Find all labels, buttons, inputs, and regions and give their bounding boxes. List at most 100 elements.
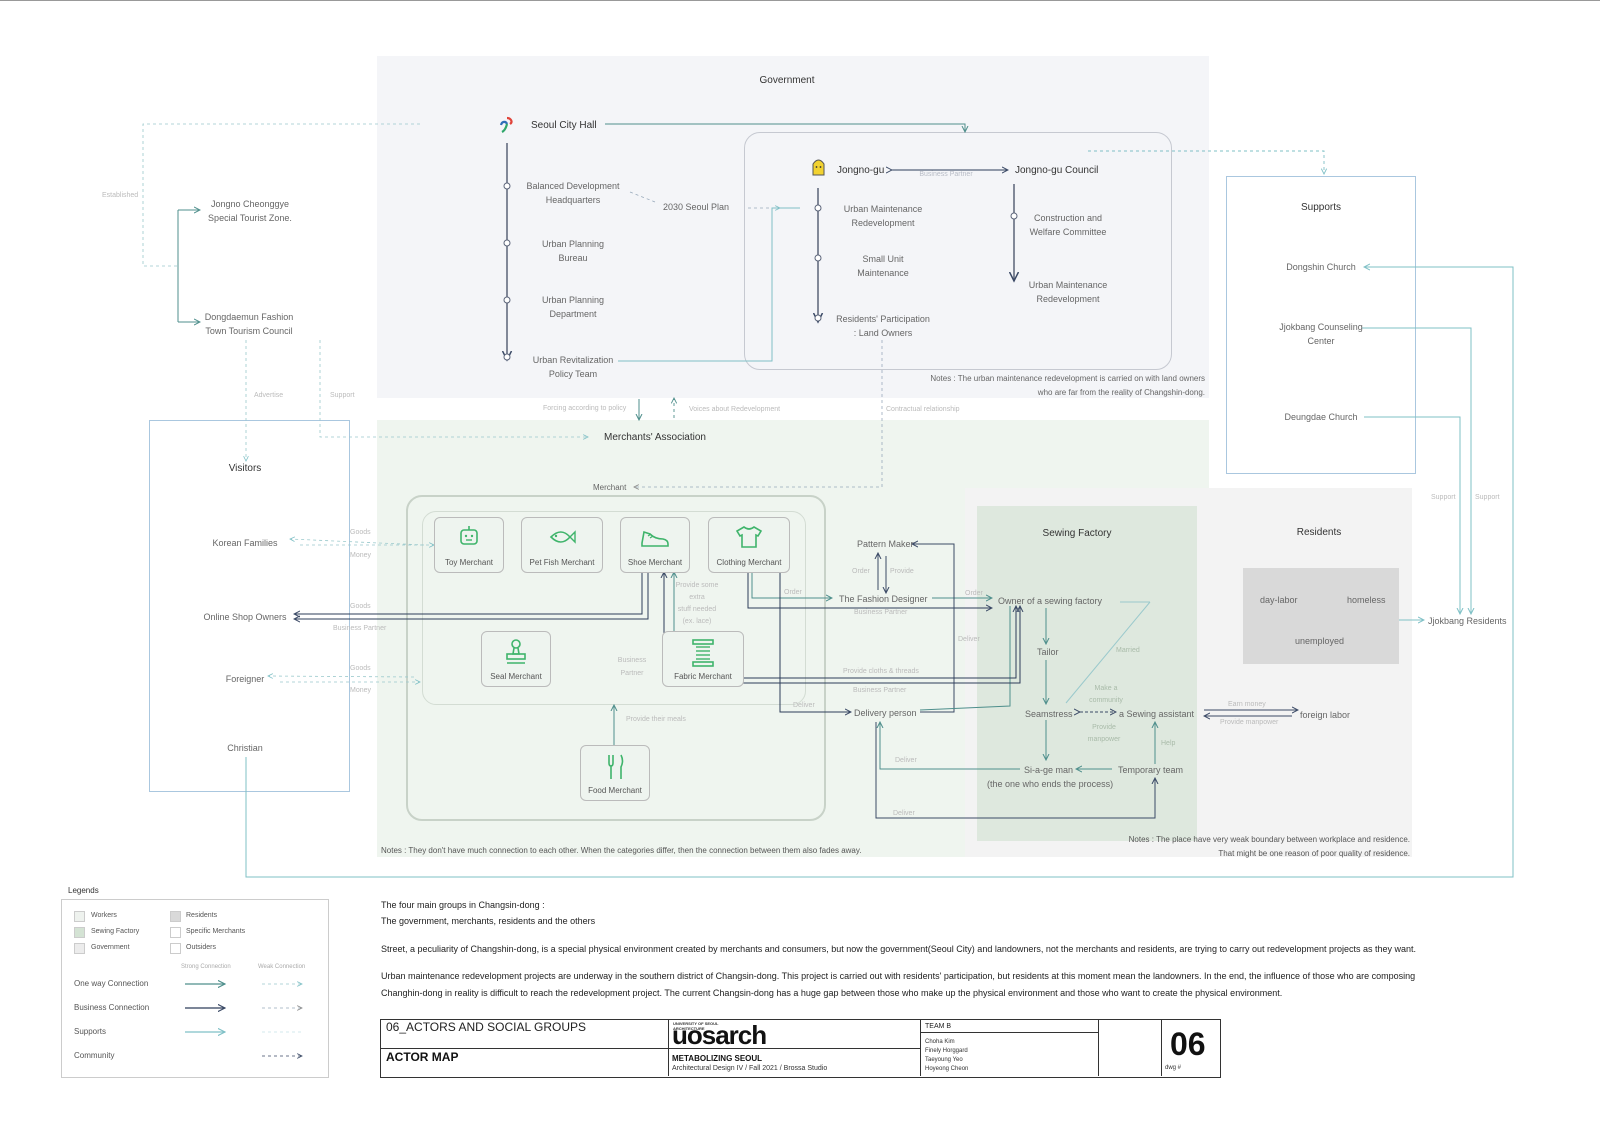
deliver-label-3: Deliver — [895, 757, 917, 764]
contractual-label: Contractual relationship — [886, 406, 960, 413]
team-label: TEAM B — [925, 1023, 952, 1030]
married-label: Married — [1116, 647, 1140, 654]
foreign-labor: foreign labor — [1300, 710, 1351, 720]
legend-title: Legends — [68, 886, 99, 895]
legend-lines — [185, 975, 310, 1065]
visitors-box — [149, 420, 350, 792]
legend-community: Community — [74, 1051, 115, 1060]
jongno-gu-council: Jongno-gu Council — [1015, 165, 1099, 176]
temporary-team: Temporary team — [1118, 765, 1184, 775]
tshirt-icon — [735, 526, 763, 548]
seoul-logo-icon — [499, 116, 513, 133]
goods-label-1: Goods — [350, 529, 371, 536]
legend-swatch-outsiders — [170, 943, 181, 954]
shoe-icon — [641, 530, 669, 547]
legend-weak: Weak Connection — [258, 964, 306, 970]
description-line-1: The four main groups in Changsin-dong : — [381, 900, 545, 910]
deliver-label-1: Deliver — [958, 636, 980, 643]
title-block-divider-h — [380, 1048, 920, 1049]
deliver-label-4: Deliver — [893, 810, 915, 817]
toy-merchant: Toy Merchant — [434, 517, 504, 573]
merchants-notes: Notes : They don't have much connection … — [381, 846, 862, 855]
fabric-merchant: Fabric Merchant — [662, 631, 744, 687]
legend-swatch-workers — [74, 911, 85, 922]
order-label-1: Order — [784, 589, 802, 596]
visitor-korean-families: Korean Families — [212, 538, 278, 548]
tailor: Tailor — [1037, 647, 1059, 657]
business-partner-label-2: Business Partner — [333, 625, 387, 632]
government-notes: Notes : The urban maintenance redevelopm… — [930, 374, 1205, 397]
support-label: Support — [330, 392, 355, 399]
course-subtitle: Architectural Design IV / Fall 2021 / Br… — [672, 1065, 828, 1072]
supports-title: Supports — [1300, 202, 1342, 213]
sewing-factory-zone — [977, 506, 1197, 841]
provide-cloths-label: Provide cloths & threads — [843, 668, 919, 675]
pattern-maker: Pattern Maker — [857, 539, 914, 549]
voices-label: Voices about Redevelopment — [689, 406, 781, 413]
legend-sewing-factory: Sewing Factory — [91, 928, 140, 935]
si-a-ge-note: (the one who ends the process) — [987, 779, 1114, 789]
government-zone — [377, 56, 1209, 398]
legend-workers: Workers — [91, 912, 117, 919]
title-block-divider-5 — [1161, 1019, 1162, 1076]
government-title: Government — [759, 75, 815, 86]
legend-outsiders: Outsiders — [186, 944, 216, 951]
legend-supports: Supports — [74, 1027, 107, 1036]
resident-homeless: homeless — [1347, 595, 1386, 605]
legend-swatch-sewing — [74, 927, 85, 938]
jongno-gu: Jongno-gu — [837, 165, 885, 176]
uosarch-logo: uosarch — [672, 1020, 767, 1050]
forcing-label: Forcing according to policy — [543, 405, 627, 412]
established-label: Established — [102, 192, 139, 199]
resident-unemployed: unemployed — [1295, 636, 1345, 646]
legend-government: Government — [91, 944, 130, 951]
advertise-label: Advertise — [254, 392, 284, 399]
residents-notes: Notes : The place have very weak boundar… — [1128, 835, 1410, 858]
order-label-2: Order — [852, 568, 870, 575]
fork-knife-icon — [608, 754, 624, 779]
merchant-group-outer — [406, 495, 826, 821]
supports-box — [1226, 176, 1416, 474]
drawing-title: ACTOR MAP — [386, 1050, 459, 1064]
title-block-divider-1 — [668, 1019, 669, 1076]
sewing-assistant: a Sewing assistant — [1119, 709, 1195, 719]
goods-label-2: Goods — [350, 603, 371, 610]
provide-meals-label: Provide their meals — [626, 716, 686, 723]
business-partner-label-4: Business Partner — [854, 609, 908, 616]
si-a-ge-man: Si-a-ge man — [1024, 765, 1074, 775]
food-merchant: Food Merchant — [580, 745, 650, 801]
residents-gray-box — [1243, 568, 1399, 664]
robot-icon — [460, 526, 478, 545]
dongshin-church: Dongshin Church — [1286, 262, 1356, 272]
merchant-label: Merchant — [593, 483, 627, 492]
drawing-number-label: dwg # — [1165, 1065, 1182, 1071]
provide-label: Provide — [890, 568, 914, 575]
legend-swatch-residents — [170, 911, 181, 922]
fashion-designer: The Fashion Designer — [839, 594, 928, 604]
residents-title: Residents — [1296, 527, 1342, 538]
description-para-1: Street, a peculiarity of Changshin-dong,… — [381, 944, 1417, 954]
fish-icon — [549, 530, 576, 544]
legend-swatch-merchants — [170, 927, 181, 938]
money-label-1: Money — [350, 552, 372, 559]
pet-fish-merchant: Pet Fish Merchant — [521, 517, 603, 573]
drawing-number: 06 — [1170, 1026, 1206, 1062]
goods-label-3: Goods — [350, 665, 371, 672]
delivery-person: Delivery person — [854, 708, 917, 718]
legend-box — [61, 899, 329, 1078]
sewing-factory-title: Sewing Factory — [1042, 528, 1112, 539]
support-label-3: Support — [1475, 494, 1500, 501]
